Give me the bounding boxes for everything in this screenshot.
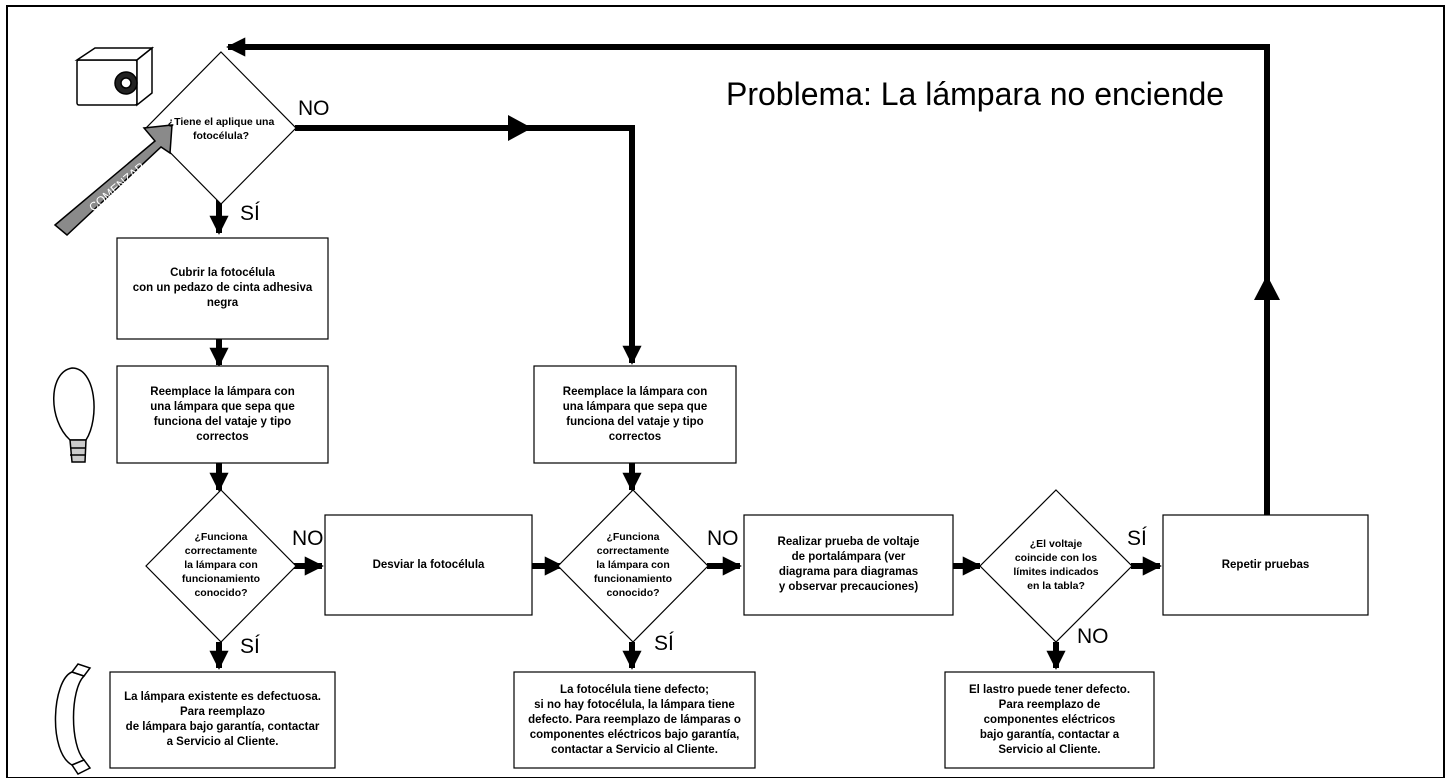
box-replace2-text: Reemplace la lámpara con una lámpara que… [562,385,708,443]
box-voltage-text: Realizar prueba de voltaje de portalámpa… [777,536,920,593]
box-ballast [944,671,1155,769]
decision-d3 [557,489,709,643]
decision-d2-text: ¿Funciona correctamente la lámpara con f… [181,531,261,599]
label-no-d3: NO [707,527,739,550]
box-replace2 [533,365,737,464]
connectors [209,37,1270,670]
label-no-d1: NO [298,97,330,120]
label-yes-d3: SÍ [654,632,674,655]
box-lamp-defect-text: La lámpara existente es defectuosa. Para… [124,691,321,748]
box-lamp-defect [109,671,336,769]
decision-d3-text: ¿Funciona correctamente la lámpara con f… [593,531,673,599]
process-shapes [109,237,1369,769]
start-arrow-icon [53,124,173,237]
label-yes-d1: SÍ [240,202,260,225]
decision-d4-text: ¿El voltaje coincide con los límites ind… [1013,538,1099,592]
arrow-d1-no-to-replace2 [295,125,642,365]
label-yes-d4: SÍ [1127,527,1147,550]
box-ballast-text: El lastro puede tener defecto. Para reem… [968,683,1131,756]
box-cover [116,237,329,340]
decision-d2 [145,489,297,643]
decision-d1-text: ¿Tiene el aplique una fotocélula? [167,116,275,142]
box-cover-text: Cubrir la fotocélula con un pedazo de ci… [132,267,313,309]
lightbulb-icon [53,367,95,463]
decision-shapes [145,51,1133,643]
telephone-icon [54,663,92,775]
camera-icon [74,46,155,107]
box-photocell-defect [513,671,756,769]
decision-d1 [145,51,297,205]
page-title: Problema: La lámpara no enciende [726,76,1225,112]
arrow-repeat-loop-to-start [226,37,1270,515]
label-no-d4: NO [1077,625,1109,648]
box-photocell-defect-text: La fotocélula tiene defecto; si no hay f… [528,683,741,756]
box-repeat [1162,514,1369,616]
mid-arrowheads [508,115,1280,300]
decision-d4 [979,489,1133,643]
box-bypass [324,514,533,616]
box-bypass-text: Desviar la fotocélula [372,558,485,571]
frame [6,5,1445,778]
label-yes-d2: SÍ [240,635,260,658]
box-replace1 [116,365,329,464]
box-replace1-text: Reemplace la lámpara con una lámpara que… [150,385,295,443]
box-repeat-text: Repetir pruebas [1221,558,1310,571]
label-no-d2: NO [292,527,324,550]
box-voltage [743,514,954,616]
